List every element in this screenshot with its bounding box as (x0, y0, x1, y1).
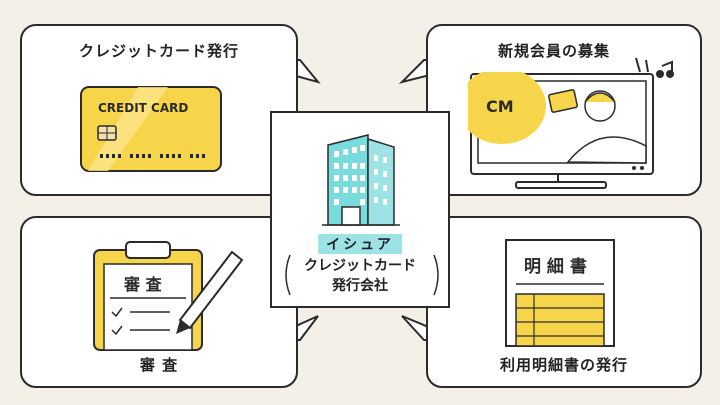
panel-title-screening: 審 査 (139, 356, 179, 374)
panel-title-statement: 利用明細書の発行 (499, 356, 628, 374)
sound-lines-icon (635, 57, 674, 78)
panel-card-issuance: クレジットカード発行 CREDIT CARD (20, 24, 298, 196)
building-icon (322, 134, 400, 226)
check-icon (111, 325, 123, 336)
small-card-icon (548, 89, 578, 113)
panel-statement: 明 細 書 利用明細書の発行 (426, 216, 702, 388)
panel-screening: 審 査 審 査 (20, 216, 298, 388)
clipboard-icon: 審 査 (93, 241, 244, 351)
statement-table (515, 293, 605, 347)
card-number-dots (100, 154, 205, 158)
panel-title-recruitment: 新規会員の募集 (497, 42, 610, 60)
clip-icon (125, 241, 171, 259)
tv-icon: CM (468, 72, 654, 189)
issuer-parentheses (285, 254, 439, 296)
card-text: CREDIT CARD (98, 101, 188, 115)
form-title-text: 審 査 (123, 275, 162, 294)
panel-recruitment: 新規会員の募集 CM (426, 24, 702, 196)
tv-cm-text: CM (486, 97, 514, 116)
building-door (341, 206, 361, 226)
check-icon (111, 307, 123, 318)
issuer-line-1: クレジットカード (304, 258, 416, 274)
statement-document-icon: 明 細 書 (505, 239, 615, 347)
document-title-text: 明 細 書 (524, 256, 587, 277)
issuer-label: イシュア (318, 234, 402, 254)
issuer-line-2: 発行会社 (332, 278, 388, 294)
issuer-box: イシュア クレジットカード 発行会社 (270, 111, 450, 308)
credit-card-icon: CREDIT CARD (80, 86, 222, 172)
panel-title-card-issuance: クレジットカード発行 (78, 42, 239, 60)
